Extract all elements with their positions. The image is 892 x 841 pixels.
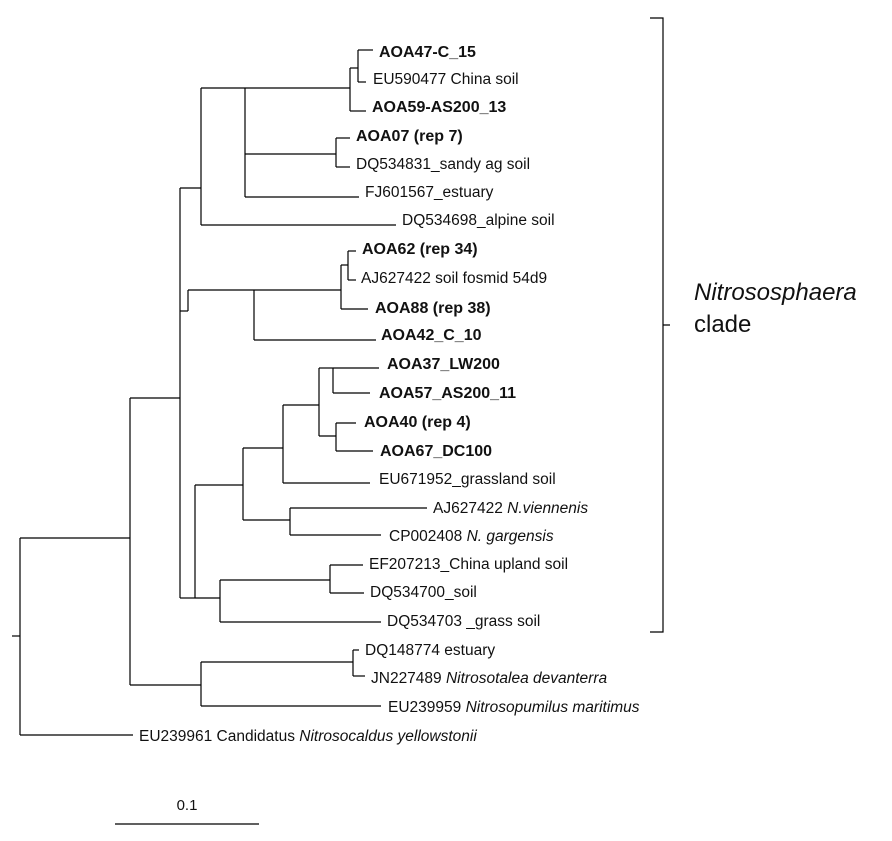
leaf-label-eu590477: EU590477 China soil [373,71,519,88]
clade-bracket [650,17,670,633]
leaf-label-dq534698: DQ534698_alpine soil [402,212,555,229]
leaf-label-aoa88: AOA88 (rep 38) [375,300,491,317]
clade-label: clade [694,311,751,338]
scale-bar-label: 0.1 [177,797,198,814]
leaf-label-dq534700: DQ534700_soil [370,584,477,601]
leaf-label-eu239961: EU239961 Candidatus Nitrosocaldus yellow… [139,728,477,745]
leaf-label-aoa07: AOA07 (rep 7) [356,128,463,145]
leaf-label-dq534831: DQ534831_sandy ag soil [356,156,530,173]
leaf-label-aoa57: AOA57_AS200_11 [379,385,516,402]
leaf-label-eu671952: EU671952_grassland soil [379,471,556,488]
leaf-label-jn227489: JN227489 Nitrosotalea devanterra [371,670,607,687]
leaf-label-eu239959: EU239959 Nitrosopumilus maritimus [388,699,640,716]
leaf-label-dq148774: DQ148774 estuary [365,642,495,659]
leaf-label-aoa62: AOA62 (rep 34) [362,241,478,258]
leaf-label-fj601567: FJ601567_estuary [365,184,494,201]
leaf-label-aoa42: AOA42_C_10 [381,327,482,344]
tree-branches [12,49,427,736]
leaf-label-ef207213: EF207213_China upland soil [369,556,568,573]
leaf-label-aoa37: AOA37_LW200 [387,356,500,373]
leaf-label-aj627422-viennensis: AJ627422 N.viennenis [433,500,588,517]
leaf-label-aoa40: AOA40 (rep 4) [364,414,471,431]
leaf-label-aoa47: AOA47-C_15 [379,44,476,61]
leaf-label-aoa67: AOA67_DC100 [380,443,492,460]
leaf-label-cp002408: CP002408 N. gargensis [389,528,554,545]
leaf-label-dq534703: DQ534703 _grass soil [387,613,540,630]
leaf-labels: AOA47-C_15 EU590477 China soil AOA59-AS2… [139,44,640,745]
clade-name: Nitrososphaera [694,279,857,306]
leaf-label-aj627422-fosmid: AJ627422 soil fosmid 54d9 [361,270,547,287]
leaf-label-aoa59: AOA59-AS200_13 [372,99,506,116]
